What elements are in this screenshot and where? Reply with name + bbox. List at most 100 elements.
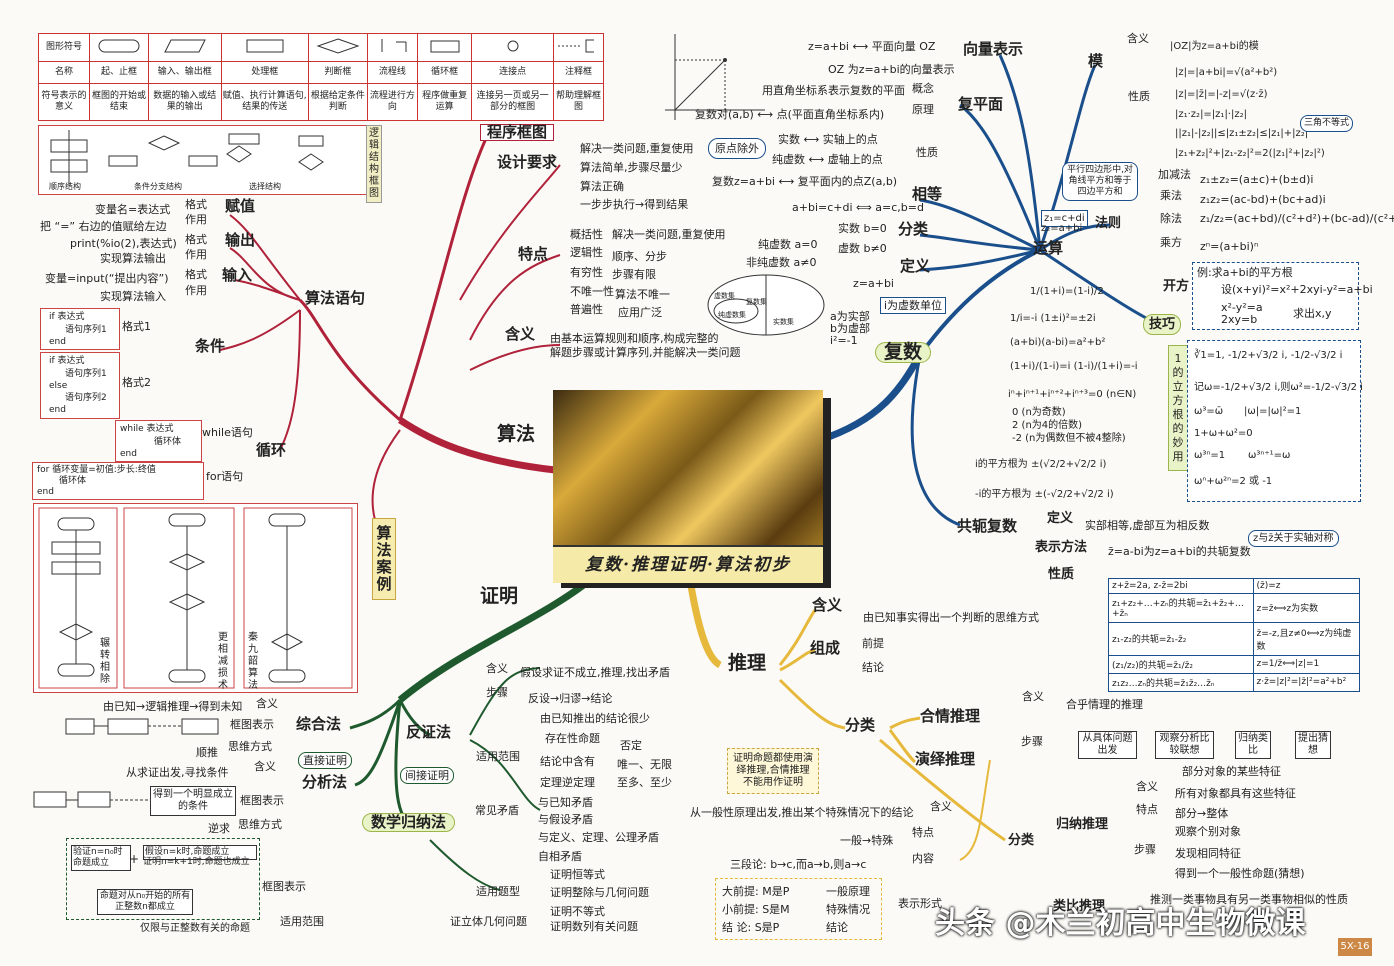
conflict-item: 自相矛盾 [538, 850, 582, 863]
contra-conflict-label: 常见矛盾 [475, 804, 519, 817]
plane-prop: 纯虚数 ⟷ 虚轴上的点 [772, 153, 883, 166]
symbol-name: 循环框 [416, 61, 473, 84]
feature-desc: 算法不唯一 [615, 288, 670, 301]
assign-use: 把 “=” 右边的值赋给左边 [40, 220, 167, 233]
feature-name: 不唯一性 [570, 285, 614, 298]
syn-meaning-label: 含义 [256, 697, 278, 710]
pl-meaning: 合乎情理的推理 [1066, 698, 1143, 711]
conj-repr-label: 表示方法 [1035, 540, 1088, 555]
pl-step: 归纳类比 [1235, 731, 1271, 759]
design-node: 设计要求 [497, 153, 558, 171]
analogy-text: 推测一类事物具有另一类事物相似的性质 [1150, 893, 1348, 906]
rule-formula: z₁/z₂=(ac+bd)/(c²+d²)+(bc-ad)/(c²+d²) i [1200, 212, 1394, 225]
define-item: a为实部 [830, 310, 870, 323]
origin-note: 原点除外 [708, 138, 766, 159]
ana-thinking-label: 思维方式 [238, 818, 282, 831]
cond-format1-label: 格式1 [122, 320, 151, 333]
scope-sub: 至多、至少 [617, 776, 672, 789]
input-node: 输入 [222, 266, 253, 284]
symbol-comment [552, 33, 605, 62]
symbol-meaning: 连接另一页或另一部分的框图 [471, 83, 554, 121]
output-format: print(%io(2),表达式) [70, 237, 177, 250]
induction-chart: 验证n=n₀时命题成立 + 假设n=k时,命题成立 证明n=k+1时,命题也成立… [66, 838, 260, 920]
plus-icon: + [129, 852, 140, 866]
rule-formula: z₁±z₂=(a±c)+(b±d)i [1200, 173, 1314, 186]
case-name: 辗转相除 [100, 638, 110, 685]
type-label: 适用题型 [476, 885, 520, 898]
ind-step-label: 步骤 [1134, 843, 1156, 856]
type-item: 证明数列有关问题 [550, 920, 638, 933]
design-item: 解决一类问题,重复使用 [580, 142, 694, 155]
use-label: 作用 [185, 213, 207, 226]
logic-structure-label: 逻辑结构框图 [366, 125, 382, 203]
contra-scope-label: 适用范围 [476, 750, 520, 763]
rules-node: 法则 [1095, 216, 1122, 231]
modulus-formula: ||z₁|-|z₂||≤|z₁±z₂|≤|z₁|+|z₂| [1175, 128, 1309, 139]
ana-chart-end: 得到一个明显成立的条件 [150, 786, 236, 816]
algo-meaning-line: 解题步骤或计算序列,并能解决一类问题 [550, 346, 741, 359]
ind-scope: 仅限与正整数有关的命题 [140, 923, 250, 934]
case-node: 算法案例 [372, 518, 396, 600]
for-code: for 循环变量=初值:步长:终值 循环体 end [32, 462, 204, 500]
rule-name: 加减法 [1158, 168, 1191, 181]
format-label: 格式 [185, 233, 207, 246]
define-item: i为虚数单位 [880, 297, 947, 314]
trick-item: 2 (n为4的倍数) [1012, 420, 1083, 431]
case-name: 秦九韶算法 [248, 632, 258, 691]
branch-reasoning: 推理 [728, 652, 767, 674]
pl-step: 从具体问题出发 [1078, 731, 1137, 759]
symbol-meaning: 流程进行方向 [366, 83, 418, 121]
watermark-text: 头条 @木兰初高中生物微课 [935, 906, 1306, 941]
symbol-meaning: 根据给定条件判断 [307, 83, 368, 121]
define-item: b为虚部 [830, 322, 870, 335]
ded-form-label: 表示形式 [898, 897, 942, 910]
pl-step-label: 步骤 [1021, 735, 1043, 748]
sqrt-node: 开方 [1163, 279, 1190, 294]
plane-sub: 原理 [912, 103, 934, 116]
modulus-node: 模 [1088, 52, 1104, 70]
feature-name: 有穷性 [570, 266, 603, 279]
header-name: 名称 [38, 61, 90, 84]
design-item: 一步步执行→得到结果 [580, 198, 689, 211]
plane-prop: 复数z=a+bi ⟷ 复平面内的点Z(a,b) [712, 175, 898, 188]
symbol-name: 输入、输出框 [148, 61, 222, 84]
symbol-name: 起、止框 [89, 61, 149, 84]
ind-meaning: 所有对象都具有这些特征 [1175, 787, 1296, 800]
trick-item: 1/i=-i (1±i)²=±2i [1010, 313, 1096, 324]
cube-root-box: ∛1=1, -1/2+√3/2 i, -1/2-√3/2 i 记ω=-1/2+√… [1187, 340, 1363, 502]
trick-item: (1+i)/(1-i)=i (1-i)/(1+i)=-i [1010, 361, 1138, 372]
design-item: 算法正确 [580, 180, 624, 193]
flowchart-node: 程序框图 [480, 124, 555, 141]
ind-feature: 部分→整体 [1175, 807, 1229, 820]
cond-format1-code: if 表达式 语句序列1 end [40, 308, 120, 350]
symbol-name: 判断框 [307, 61, 368, 84]
analogy-node: 类比推理 [1053, 899, 1106, 914]
ana-chart [33, 791, 148, 808]
trick-item: 1/(1+i)=(1-i)/2 [1030, 286, 1104, 297]
part-item: 前提 [862, 637, 884, 650]
modulus-formula: |z|=|z̄|=|-z|=√(z·z̄) [1175, 89, 1268, 100]
ind-feature-label: 特点 [1136, 803, 1158, 816]
scope-sub: 否定 [620, 739, 642, 752]
ana-meaning-label: 含义 [254, 760, 276, 773]
inductive-node: 归纳推理 [1056, 817, 1109, 832]
scope-item: 存在性命题 [545, 732, 600, 745]
type-item: 证立体几何问题 [450, 915, 527, 928]
plane-concept: 用直角坐标系表示复数的平面 [762, 84, 905, 97]
symbol-decision [307, 33, 368, 62]
feature-desc: 步骤有限 [612, 268, 656, 281]
type-item: 证明恒等式 [550, 868, 605, 881]
conj-def-label: 定义 [1047, 511, 1074, 526]
use-label: 作用 [185, 284, 207, 297]
tricks-node: 技巧 [1143, 314, 1182, 335]
assign-format: 变量名=表达式 [95, 203, 171, 216]
ind-step: 观察个别对象 [1175, 825, 1241, 838]
plane-principle: 复数对(a,b) ⟷ 点(平面直角坐标系内) [695, 108, 885, 121]
modulus-formula: |z|=|a+bi|=√(a²+b²) [1175, 67, 1278, 78]
trick-item: -2 (n为偶数但不被4整除) [1012, 433, 1126, 444]
vector-node: 向量表示 [963, 40, 1024, 58]
assign-node: 赋值 [225, 197, 256, 215]
cond-format2-label: 格式2 [122, 376, 151, 389]
ind-chart-label: 框图表示 [262, 880, 306, 893]
classify-item: 非纯虚数 a≠0 [746, 256, 817, 269]
